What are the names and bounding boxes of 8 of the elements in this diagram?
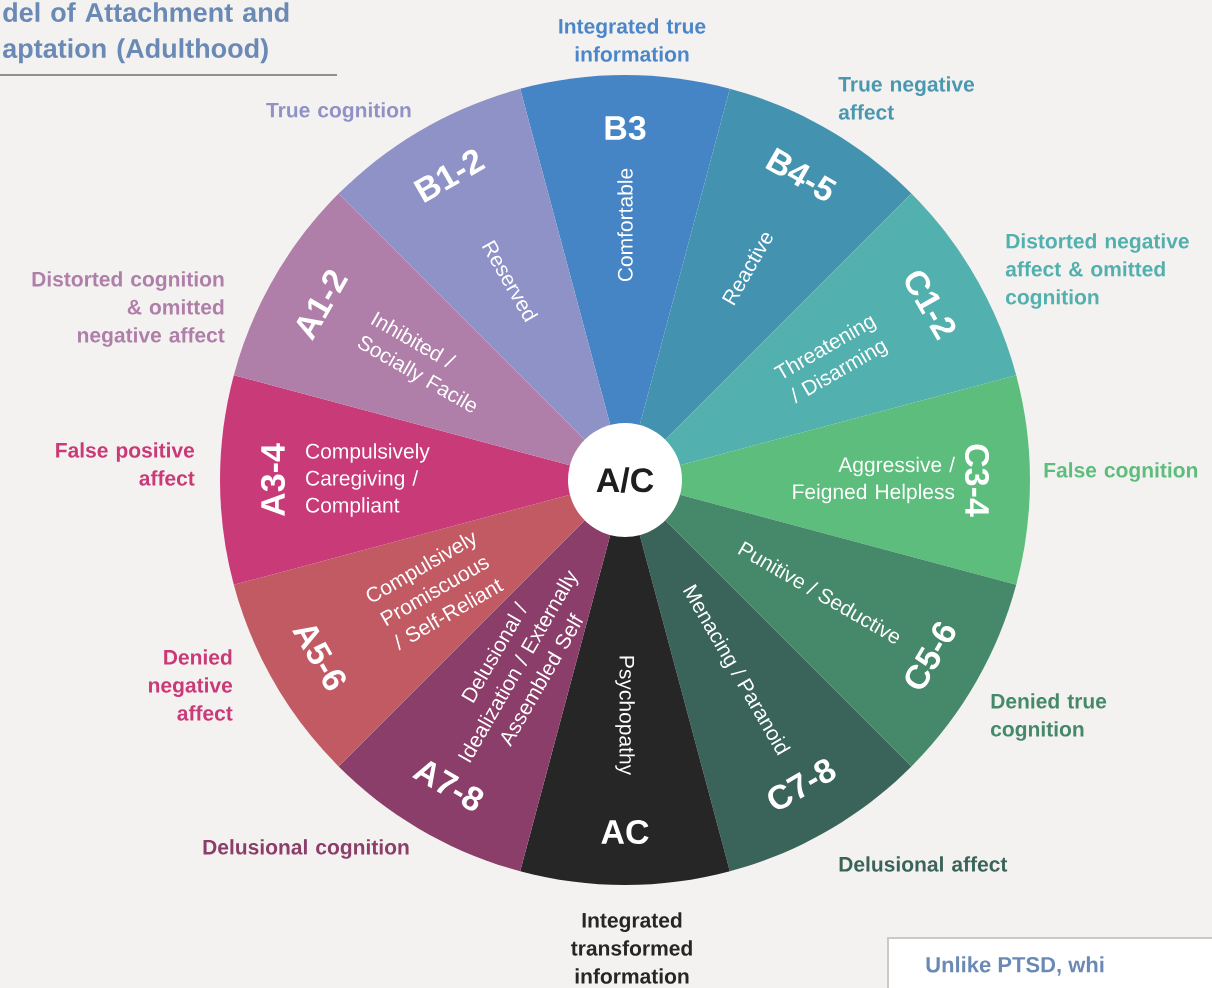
title: del of Attachment and aptation (Adulthood) [3, 2, 289, 64]
segment-caption: Integrated transformed information [571, 912, 692, 984]
segment-caption: False positive affect [56, 442, 195, 486]
segment-caption: Integrated true information [559, 18, 706, 62]
segment-caption: Denied negative affect [149, 649, 233, 721]
text-box: Unlike PTSD, whi [887, 937, 1212, 988]
segment-caption: False cognition [1044, 462, 1198, 482]
segment-caption: Distorted cognition & omitted negative affect [32, 271, 225, 347]
